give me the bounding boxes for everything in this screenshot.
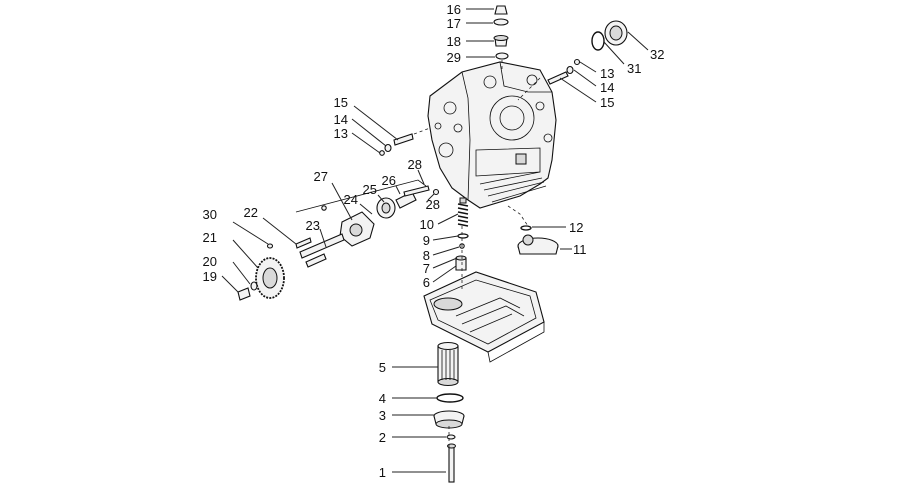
callout-28-upper: 28 bbox=[408, 157, 422, 172]
callout-20: 20 bbox=[203, 254, 217, 269]
drive-gear bbox=[237, 243, 285, 301]
oil-pan bbox=[423, 271, 545, 363]
callout-15-left: 15 bbox=[334, 95, 348, 110]
assembly-line-right bbox=[517, 77, 541, 101]
filter-element bbox=[437, 341, 459, 386]
assembly-line-side bbox=[507, 205, 529, 227]
callout-15-right: 15 bbox=[600, 95, 614, 110]
callout-28-lower: 28 bbox=[426, 197, 440, 212]
callout-12: 12 bbox=[569, 220, 583, 235]
callout-31: 31 bbox=[627, 61, 641, 76]
callout-29: 29 bbox=[447, 50, 461, 65]
callout-32: 32 bbox=[650, 47, 664, 62]
callout-10: 10 bbox=[420, 217, 434, 232]
callout-23: 23 bbox=[306, 218, 320, 233]
callout-6: 6 bbox=[423, 275, 430, 290]
callout-24: 24 bbox=[344, 192, 358, 207]
assembly-line-shaft bbox=[413, 127, 431, 135]
filter-cover bbox=[433, 410, 465, 429]
side-cover bbox=[517, 225, 559, 255]
callout-1: 1 bbox=[379, 465, 386, 480]
callout-11: 11 bbox=[573, 242, 587, 257]
callout-9: 9 bbox=[423, 233, 430, 248]
callout-18: 18 bbox=[447, 34, 461, 49]
seal-flange bbox=[591, 20, 628, 51]
callout-8: 8 bbox=[423, 248, 430, 263]
callout-19: 19 bbox=[203, 269, 217, 284]
callout-22: 22 bbox=[244, 205, 258, 220]
callout-13-right: 13 bbox=[600, 66, 614, 81]
shaft-assembly bbox=[376, 185, 440, 219]
callout-25: 25 bbox=[363, 182, 377, 197]
callout-labels: 1 2 3 4 5 6 7 8 9 10 11 12 13 14 15 13 1… bbox=[203, 2, 665, 480]
right-bolt bbox=[547, 58, 581, 85]
leader-lines bbox=[221, 8, 649, 473]
callout-14-left: 14 bbox=[334, 112, 348, 127]
callout-4: 4 bbox=[379, 391, 386, 406]
washer-2 bbox=[446, 434, 456, 440]
callout-30: 30 bbox=[203, 207, 217, 222]
callout-2: 2 bbox=[379, 430, 386, 445]
pump-housing bbox=[295, 205, 375, 268]
callout-7: 7 bbox=[423, 261, 430, 276]
transmission-housing bbox=[427, 61, 557, 209]
callout-16: 16 bbox=[447, 2, 461, 17]
callout-26: 26 bbox=[382, 173, 396, 188]
callout-14-right: 14 bbox=[600, 80, 614, 95]
callout-3: 3 bbox=[379, 408, 386, 423]
long-bolt bbox=[447, 443, 456, 483]
callout-27: 27 bbox=[314, 169, 328, 184]
callout-13-left: 13 bbox=[334, 126, 348, 141]
left-bolt bbox=[379, 133, 414, 156]
callout-5: 5 bbox=[379, 360, 386, 375]
o-ring-4 bbox=[436, 393, 464, 403]
callout-17: 17 bbox=[447, 16, 461, 31]
top-plug-stack bbox=[493, 5, 509, 60]
assembly-bracket bbox=[295, 179, 427, 213]
callout-21: 21 bbox=[203, 230, 217, 245]
